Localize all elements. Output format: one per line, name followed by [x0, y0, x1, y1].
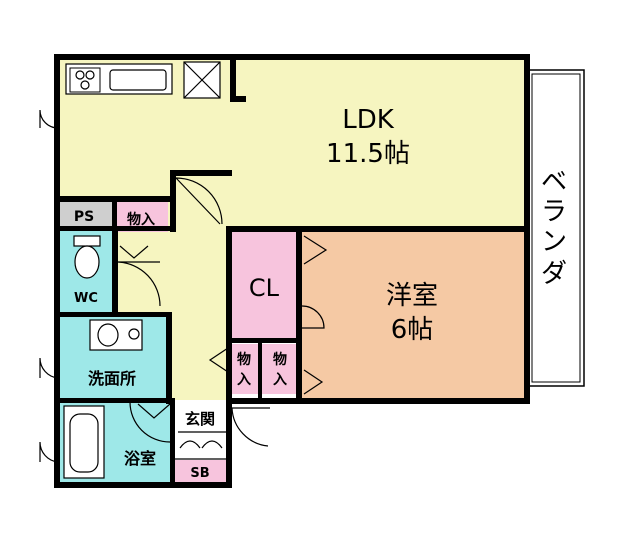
balcony-char-3: ン	[541, 227, 567, 257]
wall-bottom-left	[54, 482, 232, 488]
door-western-storage	[301, 305, 325, 329]
refrigerator-cross-2	[183, 61, 221, 99]
wall-washroom-right	[166, 312, 172, 404]
shoe-box-label: SB	[190, 466, 209, 481]
pipe-space-label: PS	[74, 209, 94, 225]
washer-icon	[128, 328, 140, 340]
sink-icon	[109, 69, 167, 91]
burner-icon-3	[80, 80, 90, 90]
washbasin-outline	[89, 319, 143, 351]
entrance-fill	[174, 402, 228, 458]
wall-wc-right	[112, 228, 118, 316]
burner-icon	[75, 70, 85, 80]
shoe-box-fill	[174, 460, 228, 482]
wall-wc-bottom	[54, 312, 172, 317]
burner-icon-2	[85, 70, 95, 80]
wall-closet-left	[226, 226, 232, 398]
balcony-outline	[527, 69, 585, 387]
fold-marker-4	[119, 245, 149, 259]
closet-fill	[232, 232, 298, 340]
door-entrance	[231, 407, 270, 447]
wall-bottom-right	[228, 398, 530, 404]
wall-left	[54, 54, 60, 488]
western-room-name: 洋室	[386, 281, 438, 311]
wall-ldk-western	[228, 226, 530, 232]
storage-3-label-bottom: 入	[273, 372, 287, 388]
storage-3-label-top: 物	[273, 351, 287, 368]
wall-storage-middle	[258, 340, 262, 398]
door-bathroom-outer	[39, 441, 59, 463]
entry-door-left-ldk	[39, 109, 59, 129]
toilet-tank-icon	[73, 235, 101, 247]
fold-marker-1	[303, 235, 328, 265]
door-bathroom	[129, 401, 171, 443]
wall-bath-right	[170, 398, 175, 486]
closet-label: CL	[249, 274, 280, 302]
wall-washroom-bottom	[54, 398, 174, 403]
wall-ldk-bottom-left	[54, 196, 174, 202]
wall-ldk-partition-h	[170, 170, 232, 176]
walls	[54, 54, 530, 488]
balcony: ベ ラ ン ダ	[527, 69, 585, 387]
door-washroom-outer	[39, 357, 59, 379]
wall-closet-bottom	[226, 338, 302, 343]
door-wc	[117, 261, 161, 307]
wall-closet-right	[296, 226, 302, 398]
bathtub-icon	[63, 405, 105, 479]
doors	[39, 109, 325, 463]
door-ldk-corridor	[175, 177, 223, 225]
storage-1-label: 物入	[127, 211, 155, 228]
washbasin-icon	[89, 319, 143, 351]
pipe-space-fill	[60, 202, 112, 228]
entrance-shoe-marks	[179, 440, 223, 449]
toilet-icon	[73, 235, 101, 279]
wall-ps-bottom	[54, 226, 170, 231]
balcony-char-4: ダ	[541, 259, 567, 289]
storage-2-label-top: 物	[237, 351, 251, 368]
entrance-step-icon	[178, 431, 226, 449]
balcony-char-2: ラ	[541, 197, 567, 227]
storage-2-fill	[230, 344, 258, 394]
closet-fold-markers	[119, 235, 328, 419]
bathroom-label: 浴室	[124, 449, 156, 468]
ldk-size: 11.5帖	[326, 139, 410, 169]
wall-top	[54, 54, 530, 60]
wall-kitchen-stub-h	[230, 96, 246, 102]
storage-3-fill	[262, 344, 298, 394]
fold-marker-5	[137, 403, 171, 419]
ldk-name: LDK	[342, 105, 395, 135]
storage-2-label-bottom: 入	[237, 372, 251, 388]
toilet-bowl-icon	[74, 245, 100, 279]
kitchen-counter	[65, 61, 221, 99]
fold-marker-3	[208, 347, 229, 373]
washbasin-bowl-icon	[97, 323, 119, 347]
fold-marker-2	[303, 369, 324, 395]
balcony-char-1: ベ	[541, 167, 567, 197]
balcony-inner-line	[531, 73, 581, 383]
bathtub-basin-icon	[69, 413, 99, 473]
wall-entrance-right	[226, 398, 232, 488]
entrance-label: 玄関	[185, 410, 215, 428]
toilet-label: WC	[74, 291, 98, 306]
western-room-fill	[300, 232, 525, 398]
wall-kitchen-stub-v	[230, 60, 236, 102]
washroom-label: 洗面所	[88, 369, 136, 388]
wall-ps-right	[112, 200, 117, 232]
wall-ldk-partition-v	[170, 170, 176, 232]
western-room-size: 6帖	[391, 315, 434, 345]
stove-icon	[69, 67, 101, 93]
